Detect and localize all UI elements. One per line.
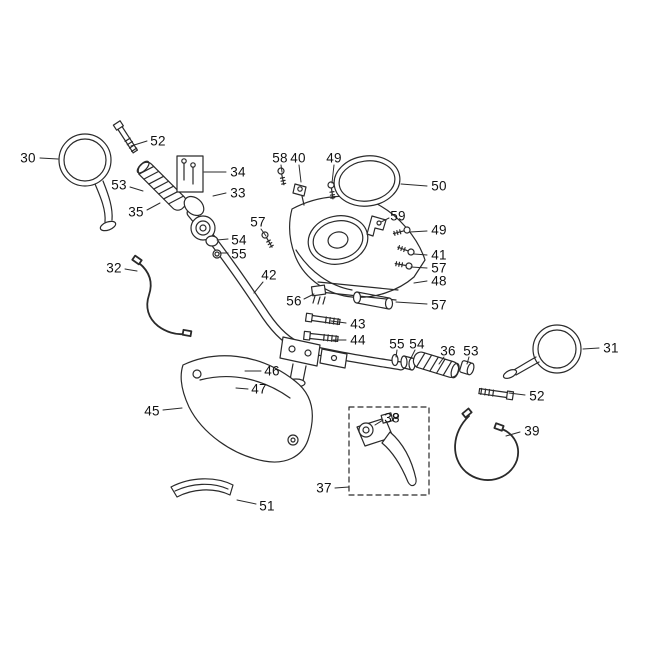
- leader-line-52: [508, 392, 526, 396]
- mirror-bolt-left: [112, 120, 140, 155]
- part-label-57: 57: [431, 297, 447, 313]
- leader-line-40: [298, 164, 302, 183]
- part-label-43: 43: [350, 316, 366, 332]
- leader-line-57: [410, 266, 428, 269]
- leader-line-53: [466, 356, 470, 365]
- connector-56: [310, 284, 327, 305]
- part-label-44: 44: [350, 332, 366, 348]
- bar-ring-and-cap-left: [205, 235, 222, 259]
- brake-lever-box: [348, 406, 430, 496]
- part-label-54: 54: [409, 336, 425, 352]
- part-label-52: 52: [529, 388, 545, 404]
- leader-line-47: [235, 387, 249, 390]
- part-label-57: 57: [250, 214, 266, 230]
- part-label-55: 55: [389, 336, 405, 352]
- handlebar-tube: [186, 208, 406, 371]
- throttle-spacers: [391, 353, 416, 371]
- right-grip: [412, 351, 460, 379]
- leader-line-36: [438, 356, 445, 365]
- part-label-32: 32: [106, 260, 122, 276]
- leader-line-54: [216, 238, 229, 241]
- bolt-57-left: [260, 230, 276, 250]
- part-label-39: 39: [524, 423, 540, 439]
- part-label-50: 50: [431, 178, 447, 194]
- part-label-33: 33: [230, 185, 246, 201]
- part-label-35: 35: [128, 204, 144, 220]
- leader-line-30: [39, 157, 59, 160]
- mirror-bolt-right: [478, 386, 515, 401]
- leader-line-56: [303, 293, 315, 300]
- leader-line-58: [280, 164, 283, 173]
- leader-line-54: [410, 349, 416, 359]
- part-label-45: 45: [144, 403, 160, 419]
- leader-line-41: [413, 253, 428, 256]
- part-label-51: 51: [259, 498, 275, 514]
- right-mirror: [502, 324, 582, 379]
- part-label-55: 55: [231, 246, 247, 262]
- leader-line-52: [130, 140, 148, 147]
- leader-line-42: [253, 281, 264, 294]
- mounting-pin: [352, 291, 394, 310]
- part-label-48: 48: [431, 273, 447, 289]
- switch-housing: [183, 195, 216, 241]
- part-label-37: 37: [316, 480, 332, 496]
- part-label-53: 53: [463, 343, 479, 359]
- cable-32: [131, 254, 193, 338]
- leader-line-33: [212, 192, 227, 197]
- part-label-58: 58: [272, 150, 288, 166]
- leader-line-37: [334, 486, 350, 489]
- part-label-52: 52: [150, 133, 166, 149]
- part-label-42: 42: [261, 267, 277, 283]
- leader-line-59: [380, 217, 390, 223]
- part-label-40: 40: [290, 150, 306, 166]
- part-label-49: 49: [326, 150, 342, 166]
- leader-line-39: [505, 431, 521, 437]
- part-label-38: 38: [384, 410, 400, 426]
- bolt-44: [303, 330, 339, 344]
- leader-line-57: [260, 228, 267, 237]
- part-label-54: 54: [231, 232, 247, 248]
- part-label-59: 59: [390, 208, 406, 224]
- leader-line-50: [400, 183, 428, 187]
- part-label-53: 53: [111, 177, 127, 193]
- leader-lines: [39, 140, 600, 505]
- cable-39: [454, 407, 519, 481]
- part-label-41: 41: [431, 247, 447, 263]
- brake-lever-assembly: [356, 412, 417, 487]
- front-cover: [180, 355, 314, 463]
- leader-line-45: [162, 407, 183, 411]
- leader-line-43: [330, 320, 347, 324]
- leader-line-53: [129, 186, 144, 192]
- left-grip: [136, 160, 187, 211]
- leader-line-31: [582, 347, 600, 350]
- leader-line-49: [331, 164, 335, 184]
- screw-box: [176, 155, 204, 193]
- grip-end-cap-right: [459, 360, 475, 376]
- part-label-57: 57: [431, 260, 447, 276]
- part-label-30: 30: [20, 150, 36, 166]
- leader-line-35: [146, 202, 161, 211]
- part-label-47: 47: [251, 381, 267, 397]
- leader-line-55: [395, 349, 398, 358]
- part-label-31: 31: [603, 340, 619, 356]
- bolt-43: [304, 312, 341, 327]
- leader-line-32: [124, 268, 138, 272]
- bracket-40: [292, 183, 307, 206]
- leader-line-38: [374, 419, 384, 426]
- part-label-34: 34: [230, 164, 246, 180]
- part-label-49: 49: [431, 222, 447, 238]
- leader-line-48: [413, 280, 428, 284]
- leader-line-49: [409, 230, 428, 233]
- leader-line-51: [236, 499, 257, 505]
- part-label-56: 56: [286, 293, 302, 309]
- part-label-46: 46: [264, 363, 280, 379]
- leader-line-57: [395, 301, 428, 305]
- left-mirror: [58, 133, 117, 232]
- lower-trim: [170, 478, 234, 498]
- part-label-36: 36: [440, 343, 456, 359]
